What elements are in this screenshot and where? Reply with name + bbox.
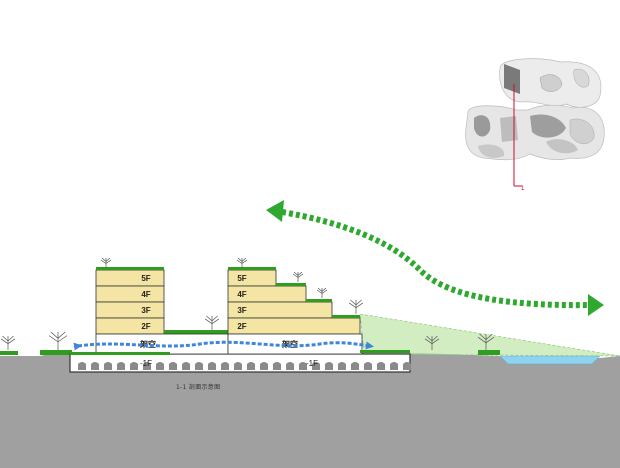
parked-car (247, 362, 255, 370)
basement-cars (78, 362, 411, 370)
parked-car (234, 362, 242, 370)
tree (477, 333, 495, 350)
parked-car (364, 362, 372, 370)
wind-arrow-head-left (266, 200, 284, 222)
left-basement-label: -1F (140, 359, 152, 368)
wind-arrow (281, 209, 593, 309)
diagram-caption: 1-1 剖面示意图 (176, 384, 221, 391)
right-floor-3f: 3F (237, 306, 246, 315)
parked-car (351, 362, 359, 370)
parked-car (195, 362, 203, 370)
parked-car (221, 362, 229, 370)
parked-car (169, 362, 177, 370)
tree (204, 315, 220, 330)
ground-green-mid (40, 350, 72, 355)
parked-car (143, 362, 151, 370)
tree (292, 271, 304, 282)
parked-car (130, 362, 138, 370)
right-floor-5f: 5F (237, 274, 246, 283)
ground-green-right (478, 350, 500, 355)
parked-car (117, 362, 125, 370)
tree (316, 287, 328, 298)
water-body (499, 355, 601, 365)
left-floor-3f: 3F (141, 306, 150, 315)
tree (100, 257, 112, 268)
parked-car (156, 362, 164, 370)
parked-car (182, 362, 190, 370)
right-basement-label: -1F (306, 359, 318, 368)
parked-car (104, 362, 112, 370)
ground-mass (0, 352, 620, 468)
tree (236, 257, 248, 268)
wind-arrow-head-right (588, 294, 604, 316)
parked-car (286, 362, 294, 370)
parked-car (338, 362, 346, 370)
parked-car (91, 362, 99, 370)
parked-car (260, 362, 268, 370)
tree (424, 335, 440, 350)
parked-car (377, 362, 385, 370)
key-plan: 1 (465, 58, 605, 192)
ground-green-left (0, 351, 18, 355)
tree (348, 299, 364, 314)
trees (0, 257, 495, 350)
tree (48, 331, 68, 350)
parked-car (299, 362, 307, 370)
left-floor-2f: 2F (141, 322, 150, 331)
parked-car (208, 362, 216, 370)
tree (0, 335, 16, 350)
parked-car (403, 362, 411, 370)
right-floor-2f: 2F (237, 322, 246, 331)
parked-car (390, 362, 398, 370)
parked-car (78, 362, 86, 370)
right-floor-4f: 4F (237, 290, 246, 299)
left-floor-4f: 4F (141, 290, 150, 299)
parked-car (312, 362, 320, 370)
view-cone (359, 313, 620, 357)
ventilation-arrow (73, 340, 374, 351)
left-floor-5f: 5F (141, 274, 150, 283)
parked-car (325, 362, 333, 370)
key-plan-section-label: 1 (521, 186, 525, 192)
parked-car (273, 362, 281, 370)
